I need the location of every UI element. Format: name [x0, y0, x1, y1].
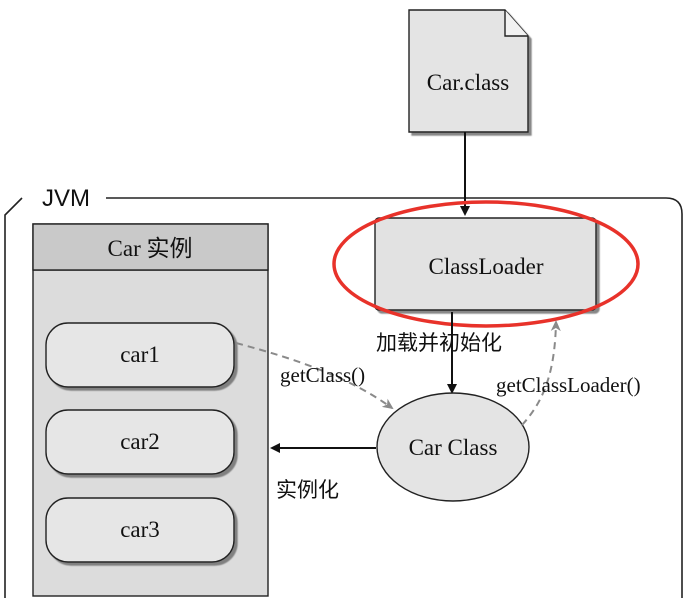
car-class-file-label: Car.class	[427, 70, 509, 95]
instance-car3-label: car3	[120, 517, 160, 542]
instance-car2	[45, 409, 235, 475]
car-class-node	[376, 392, 530, 502]
instance-car3	[45, 497, 235, 563]
instances-title: Car 实例	[108, 236, 193, 261]
car-class-label: Car Class	[409, 435, 498, 460]
load-init-label: 加载并初始化	[376, 331, 502, 355]
instantiate-label: 实例化	[276, 478, 339, 502]
get-classloader-arrow	[521, 320, 561, 426]
instance-car1	[45, 322, 235, 388]
get-classloader-label: getClassLoader()	[496, 373, 641, 397]
get-class-label: getClass()	[280, 363, 365, 387]
instance-car2-label: car2	[120, 429, 160, 454]
jvm-label: JVM	[42, 185, 90, 212]
classloader-box	[374, 217, 597, 311]
classloader-label: ClassLoader	[429, 254, 544, 279]
jvm-frame	[4, 197, 683, 598]
get-class-arrow	[235, 342, 394, 410]
classloader-highlight-ring	[332, 200, 640, 328]
instances-header	[32, 223, 269, 271]
car-class-file-icon	[408, 9, 529, 133]
instance-car1-label: car1	[120, 342, 160, 367]
